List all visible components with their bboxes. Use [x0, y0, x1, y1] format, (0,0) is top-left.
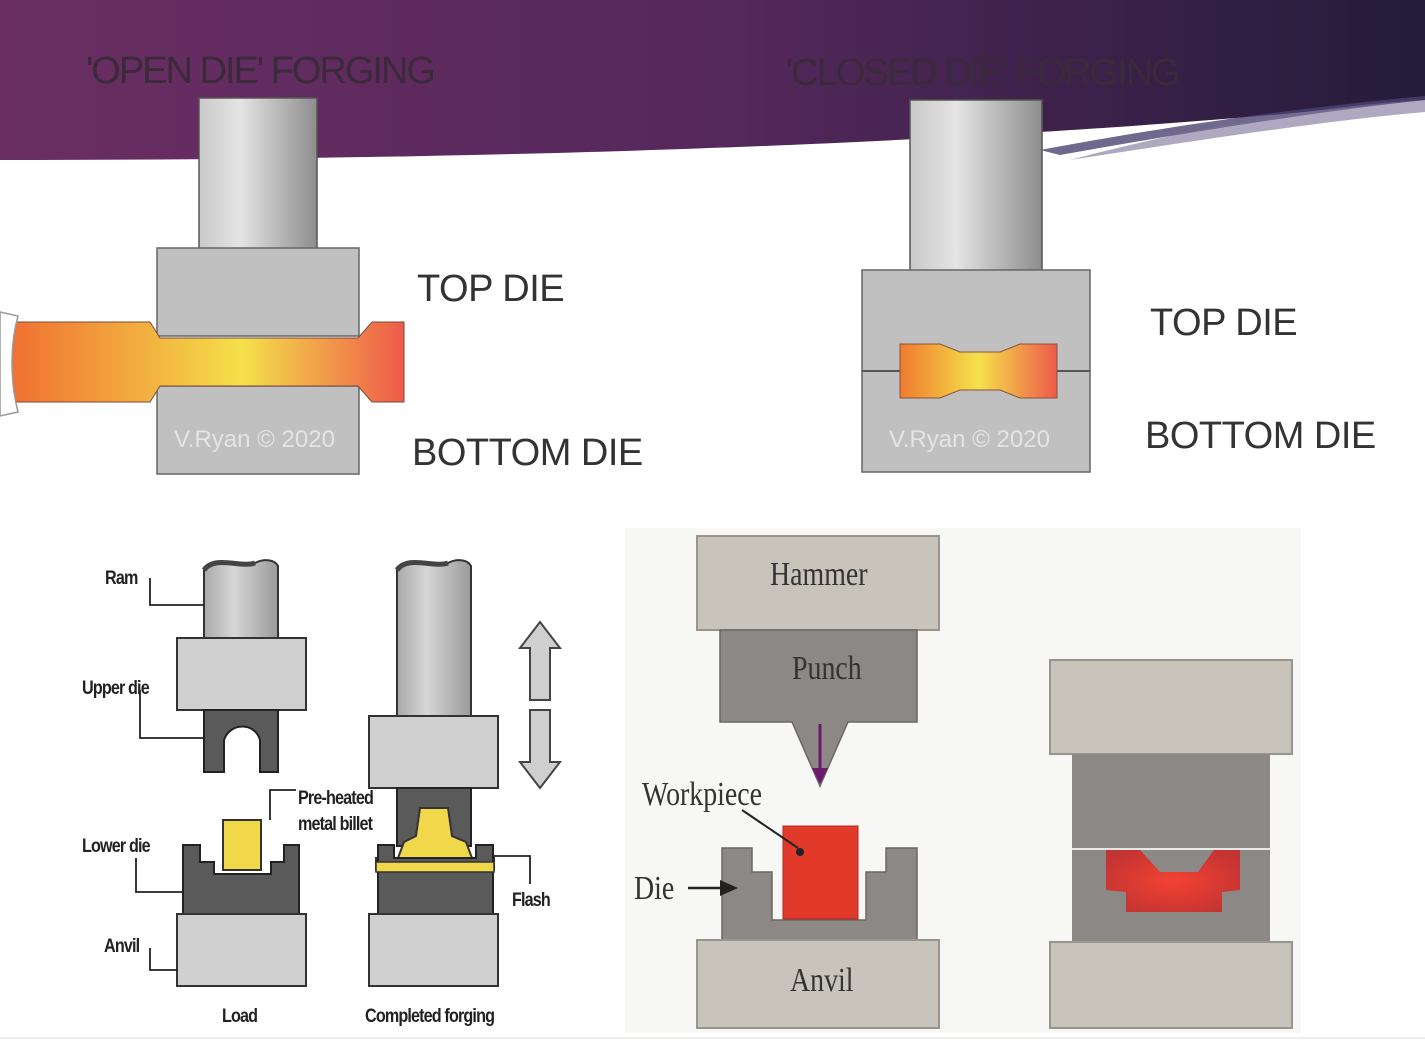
punch-label: Punch — [792, 650, 862, 687]
open-bottom-die-label: BOTTOM DIE — [412, 432, 643, 474]
press-forging-diagram — [135, 559, 563, 987]
closed-die-watermark: V.Ryan © 2020 — [889, 426, 1050, 453]
open-die-diagram — [0, 97, 405, 475]
lower-die-label: Lower die — [82, 836, 151, 857]
closed-bottom-die-label: BOTTOM DIE — [1145, 415, 1376, 457]
open-top-die-label: TOP DIE — [417, 268, 565, 310]
closed-die-title: 'CLOSED DIE' FORGING — [786, 52, 1181, 94]
anvil-label: Anvil — [104, 936, 140, 957]
open-die-watermark: V.Ryan © 2020 — [174, 426, 335, 453]
load-caption: Load — [222, 1006, 258, 1027]
die-label: Die — [634, 870, 675, 907]
upper-die-label: Upper die — [82, 678, 150, 699]
anvil-hammer-label: Anvil — [790, 962, 854, 999]
hammer-forging-diagram — [625, 528, 1301, 1033]
header-banner — [0, 0, 1425, 160]
flash-label: Flash — [512, 890, 551, 911]
open-die-title: 'OPEN DIE' FORGING — [86, 50, 436, 92]
billet-label-line2: metal billet — [298, 814, 373, 835]
ram-label: Ram — [105, 568, 138, 589]
closed-die-diagram — [861, 99, 1091, 473]
closed-top-die-label: TOP DIE — [1150, 302, 1298, 344]
billet-label-line1: Pre-heated — [298, 788, 374, 809]
hammer-label: Hammer — [770, 556, 868, 593]
completed-forging-caption: Completed forging — [365, 1006, 495, 1027]
workpiece-label: Workpiece — [642, 776, 763, 813]
